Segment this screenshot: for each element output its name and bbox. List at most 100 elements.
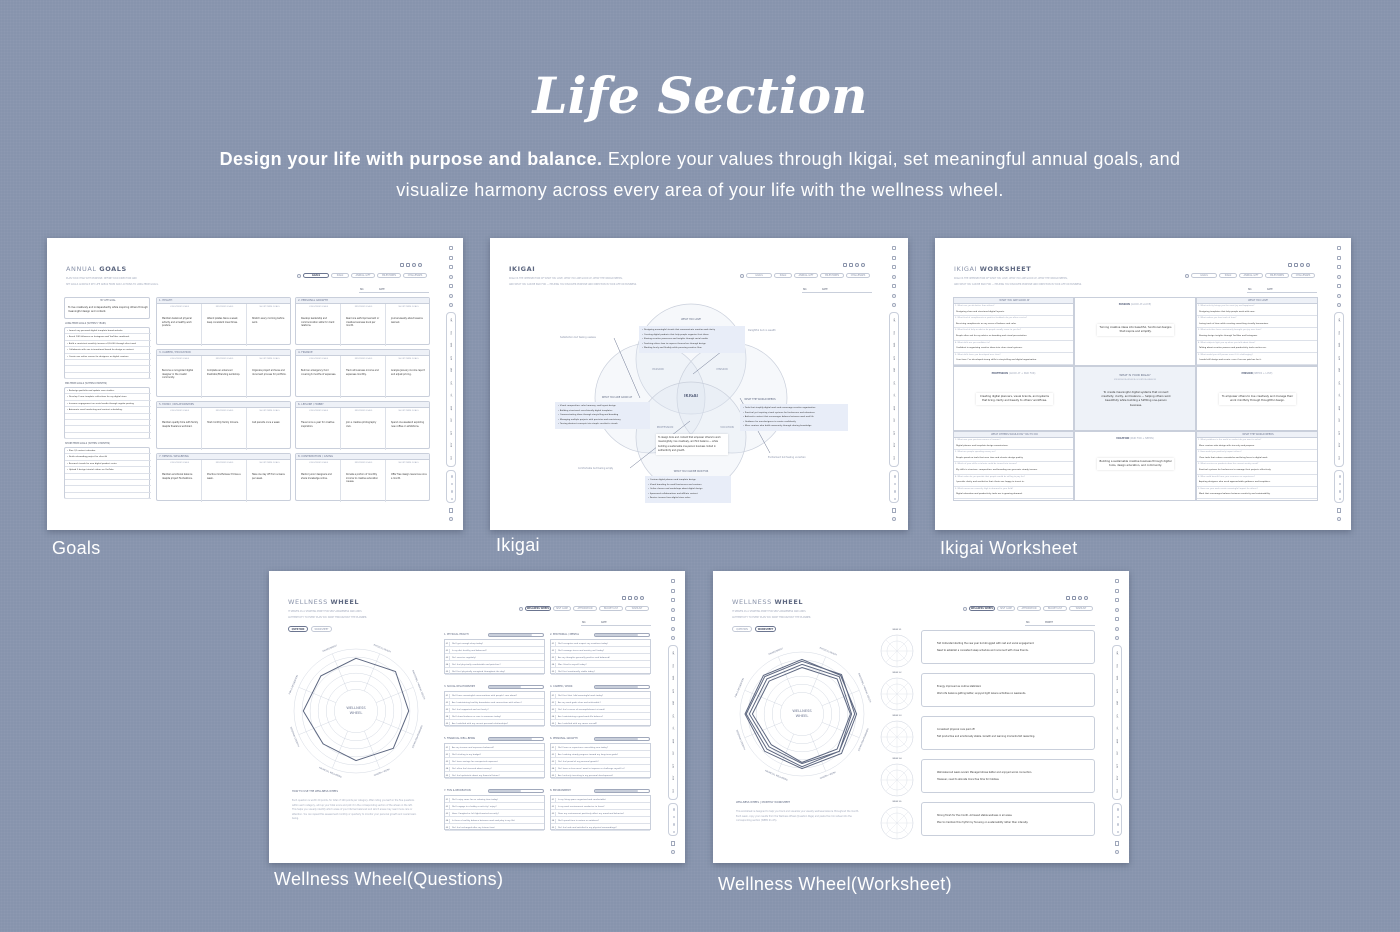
- goal-list-row[interactable]: [65, 480, 151, 487]
- dot-tab[interactable]: [1116, 823, 1119, 826]
- gear-icon[interactable]: [1306, 263, 1310, 267]
- tab-affirmation[interactable]: AFFIRMATION: [1017, 606, 1041, 611]
- heart-icon[interactable]: [892, 303, 896, 307]
- score-slider[interactable]: [594, 736, 650, 741]
- circle-items[interactable]: • Custom digital planner and template de…: [645, 476, 731, 503]
- briefcase-icon[interactable]: [1115, 617, 1119, 621]
- week-note[interactable]: Energy improved as routine stabilized.Wo…: [921, 673, 1095, 707]
- mid-answer[interactable]: Turning creative ideas into beautiful, f…: [1097, 324, 1174, 337]
- palette-icon[interactable]: [449, 517, 453, 521]
- mode-tab-worksheet[interactable]: WORKSHEET: [311, 626, 332, 632]
- notes-icon[interactable]: [892, 508, 896, 513]
- heart-icon[interactable]: [671, 636, 675, 640]
- tab-challenges[interactable]: CHALLENGES: [846, 273, 870, 278]
- week-note[interactable]: Strong finish for the month. Achieved st…: [921, 802, 1095, 836]
- heart-icon[interactable]: [1115, 636, 1119, 640]
- dot-tab[interactable]: [672, 823, 675, 826]
- person-icon[interactable]: [1337, 293, 1341, 298]
- heart-icon[interactable]: [449, 303, 453, 307]
- answer-text[interactable]: Confident in organizing creative ideas i…: [954, 346, 1073, 353]
- answer-text[interactable]: Talking about creative process and produ…: [1197, 346, 1317, 353]
- dot-tab[interactable]: [1338, 475, 1341, 478]
- worksheet-vocation[interactable]: VOCATION (PAID FOR + NEEDS)Building a su…: [1074, 431, 1196, 501]
- month-tab[interactable]: OCT: [1339, 430, 1341, 435]
- answer-text[interactable]: Over time, I've developed strong skills …: [954, 358, 1073, 365]
- score-slider[interactable]: [594, 684, 650, 689]
- tab-milestones[interactable]: MILESTONES: [1265, 273, 1289, 278]
- mid-answer[interactable]: To empower others to live creatively and…: [1219, 393, 1296, 406]
- tab-ikigai[interactable]: IKIGAI: [1219, 273, 1237, 278]
- month-tab[interactable]: AUG: [1339, 405, 1341, 410]
- print-icon[interactable]: [628, 596, 632, 600]
- gear-icon[interactable]: [861, 263, 865, 267]
- circle-items[interactable]: • Visual composition, color harmony, and…: [555, 402, 650, 429]
- month-tab[interactable]: MAY: [451, 367, 453, 373]
- gear-icon[interactable]: [1084, 596, 1088, 600]
- calendar-icon[interactable]: [892, 265, 896, 269]
- calendar-icon[interactable]: [400, 263, 404, 267]
- goal-list-row[interactable]: • Collaborate with one international bra…: [65, 347, 151, 354]
- answer-text[interactable]: I would still design and create, even if…: [1197, 358, 1317, 365]
- worksheet-profession[interactable]: PROFESSION (GOOD AT + PAID FOR)Creating …: [953, 366, 1074, 431]
- score-slider[interactable]: [488, 632, 544, 637]
- calendar-icon[interactable]: [671, 598, 675, 602]
- briefcase-icon[interactable]: [671, 617, 675, 621]
- answer-text[interactable]: Digital planner and template design comm…: [954, 444, 1073, 451]
- no-date-field[interactable]: NO.DATE: [359, 288, 429, 293]
- tab-wishlist[interactable]: WISHLIST: [625, 606, 649, 611]
- month-tab[interactable]: SEP: [1339, 418, 1341, 422]
- week-note[interactable]: Well-balanced week overall. Managed stre…: [921, 759, 1095, 793]
- worksheet-passion[interactable]: PASSION (GOOD AT+LOVE)Turning creative i…: [1074, 297, 1196, 366]
- palette-icon[interactable]: [1337, 517, 1341, 521]
- notes-icon[interactable]: [449, 508, 453, 513]
- tab-milestones[interactable]: MILESTONES: [820, 273, 844, 278]
- tab-goals[interactable]: GOALS: [746, 273, 772, 278]
- print-icon[interactable]: [1072, 596, 1076, 600]
- target-icon[interactable]: [892, 274, 896, 279]
- settings-icon[interactable]: [1300, 263, 1304, 267]
- grid-icon[interactable]: [892, 255, 896, 260]
- goal-list-row[interactable]: [65, 486, 151, 493]
- settings-icon[interactable]: [855, 263, 859, 267]
- month-tab[interactable]: DEC: [451, 455, 453, 460]
- tab-affirmation[interactable]: AFFIRMATION: [573, 606, 597, 611]
- goal-list-row[interactable]: • Research trends for new digital produc…: [65, 461, 151, 468]
- score-slider[interactable]: [488, 788, 544, 793]
- month-tab[interactable]: JUL: [451, 393, 453, 397]
- dot-tab[interactable]: [672, 815, 675, 818]
- month-tab[interactable]: APR: [451, 355, 453, 360]
- no-date-field[interactable]: NO.MONTH: [1025, 621, 1095, 626]
- goal-list-row[interactable]: [65, 474, 151, 480]
- tab-wellness-wheel[interactable]: WELLNESS WHEEL: [525, 606, 551, 611]
- dot-tab[interactable]: [1338, 482, 1341, 485]
